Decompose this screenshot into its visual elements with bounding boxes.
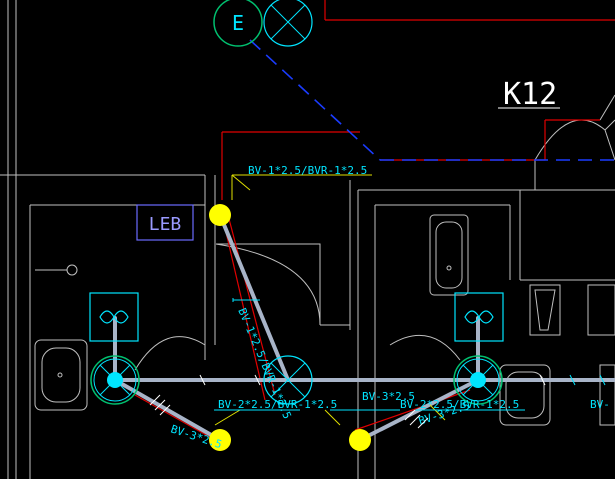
junction-top[interactable] bbox=[209, 204, 231, 226]
exhaust-fan-left[interactable] bbox=[89, 292, 139, 342]
panel-leb[interactable]: LEB bbox=[136, 204, 194, 241]
room-tag-label: K12 bbox=[503, 77, 557, 112]
meter-symbol-label: E bbox=[232, 11, 244, 35]
wire-label-mid: BV-3*2.5 bbox=[362, 390, 415, 403]
light-fixture-center[interactable] bbox=[263, 355, 313, 405]
meter-symbol[interactable]: E bbox=[213, 0, 263, 47]
junction-bottom-mid[interactable] bbox=[349, 429, 371, 451]
wire-label-lower-left-a: BV-2*2.5/BVR-1*2.5 bbox=[218, 398, 337, 411]
wire-label-right-edge: BV- bbox=[590, 398, 610, 411]
wire-ticks bbox=[149, 374, 546, 429]
wiring bbox=[113, 213, 615, 442]
junction-bottom-left[interactable] bbox=[209, 429, 231, 451]
light-fixture-right[interactable] bbox=[453, 355, 503, 405]
wire-label-lower-mid: BV-2*2.5/BVR-1*2.5 bbox=[400, 398, 519, 411]
light-fixture-left[interactable] bbox=[90, 355, 140, 405]
exhaust-fan-right[interactable] bbox=[454, 292, 504, 342]
dashed-guide bbox=[249, 39, 615, 161]
leaders-cyan bbox=[214, 298, 606, 411]
room-tag[interactable]: K12 bbox=[498, 77, 560, 112]
leaders bbox=[214, 174, 446, 426]
wire-label-top: BV-1*2.5/BVR-1*2.5 bbox=[248, 164, 367, 177]
panel-leb-label: LEB bbox=[149, 214, 182, 235]
light-fixture-top[interactable] bbox=[263, 0, 313, 47]
